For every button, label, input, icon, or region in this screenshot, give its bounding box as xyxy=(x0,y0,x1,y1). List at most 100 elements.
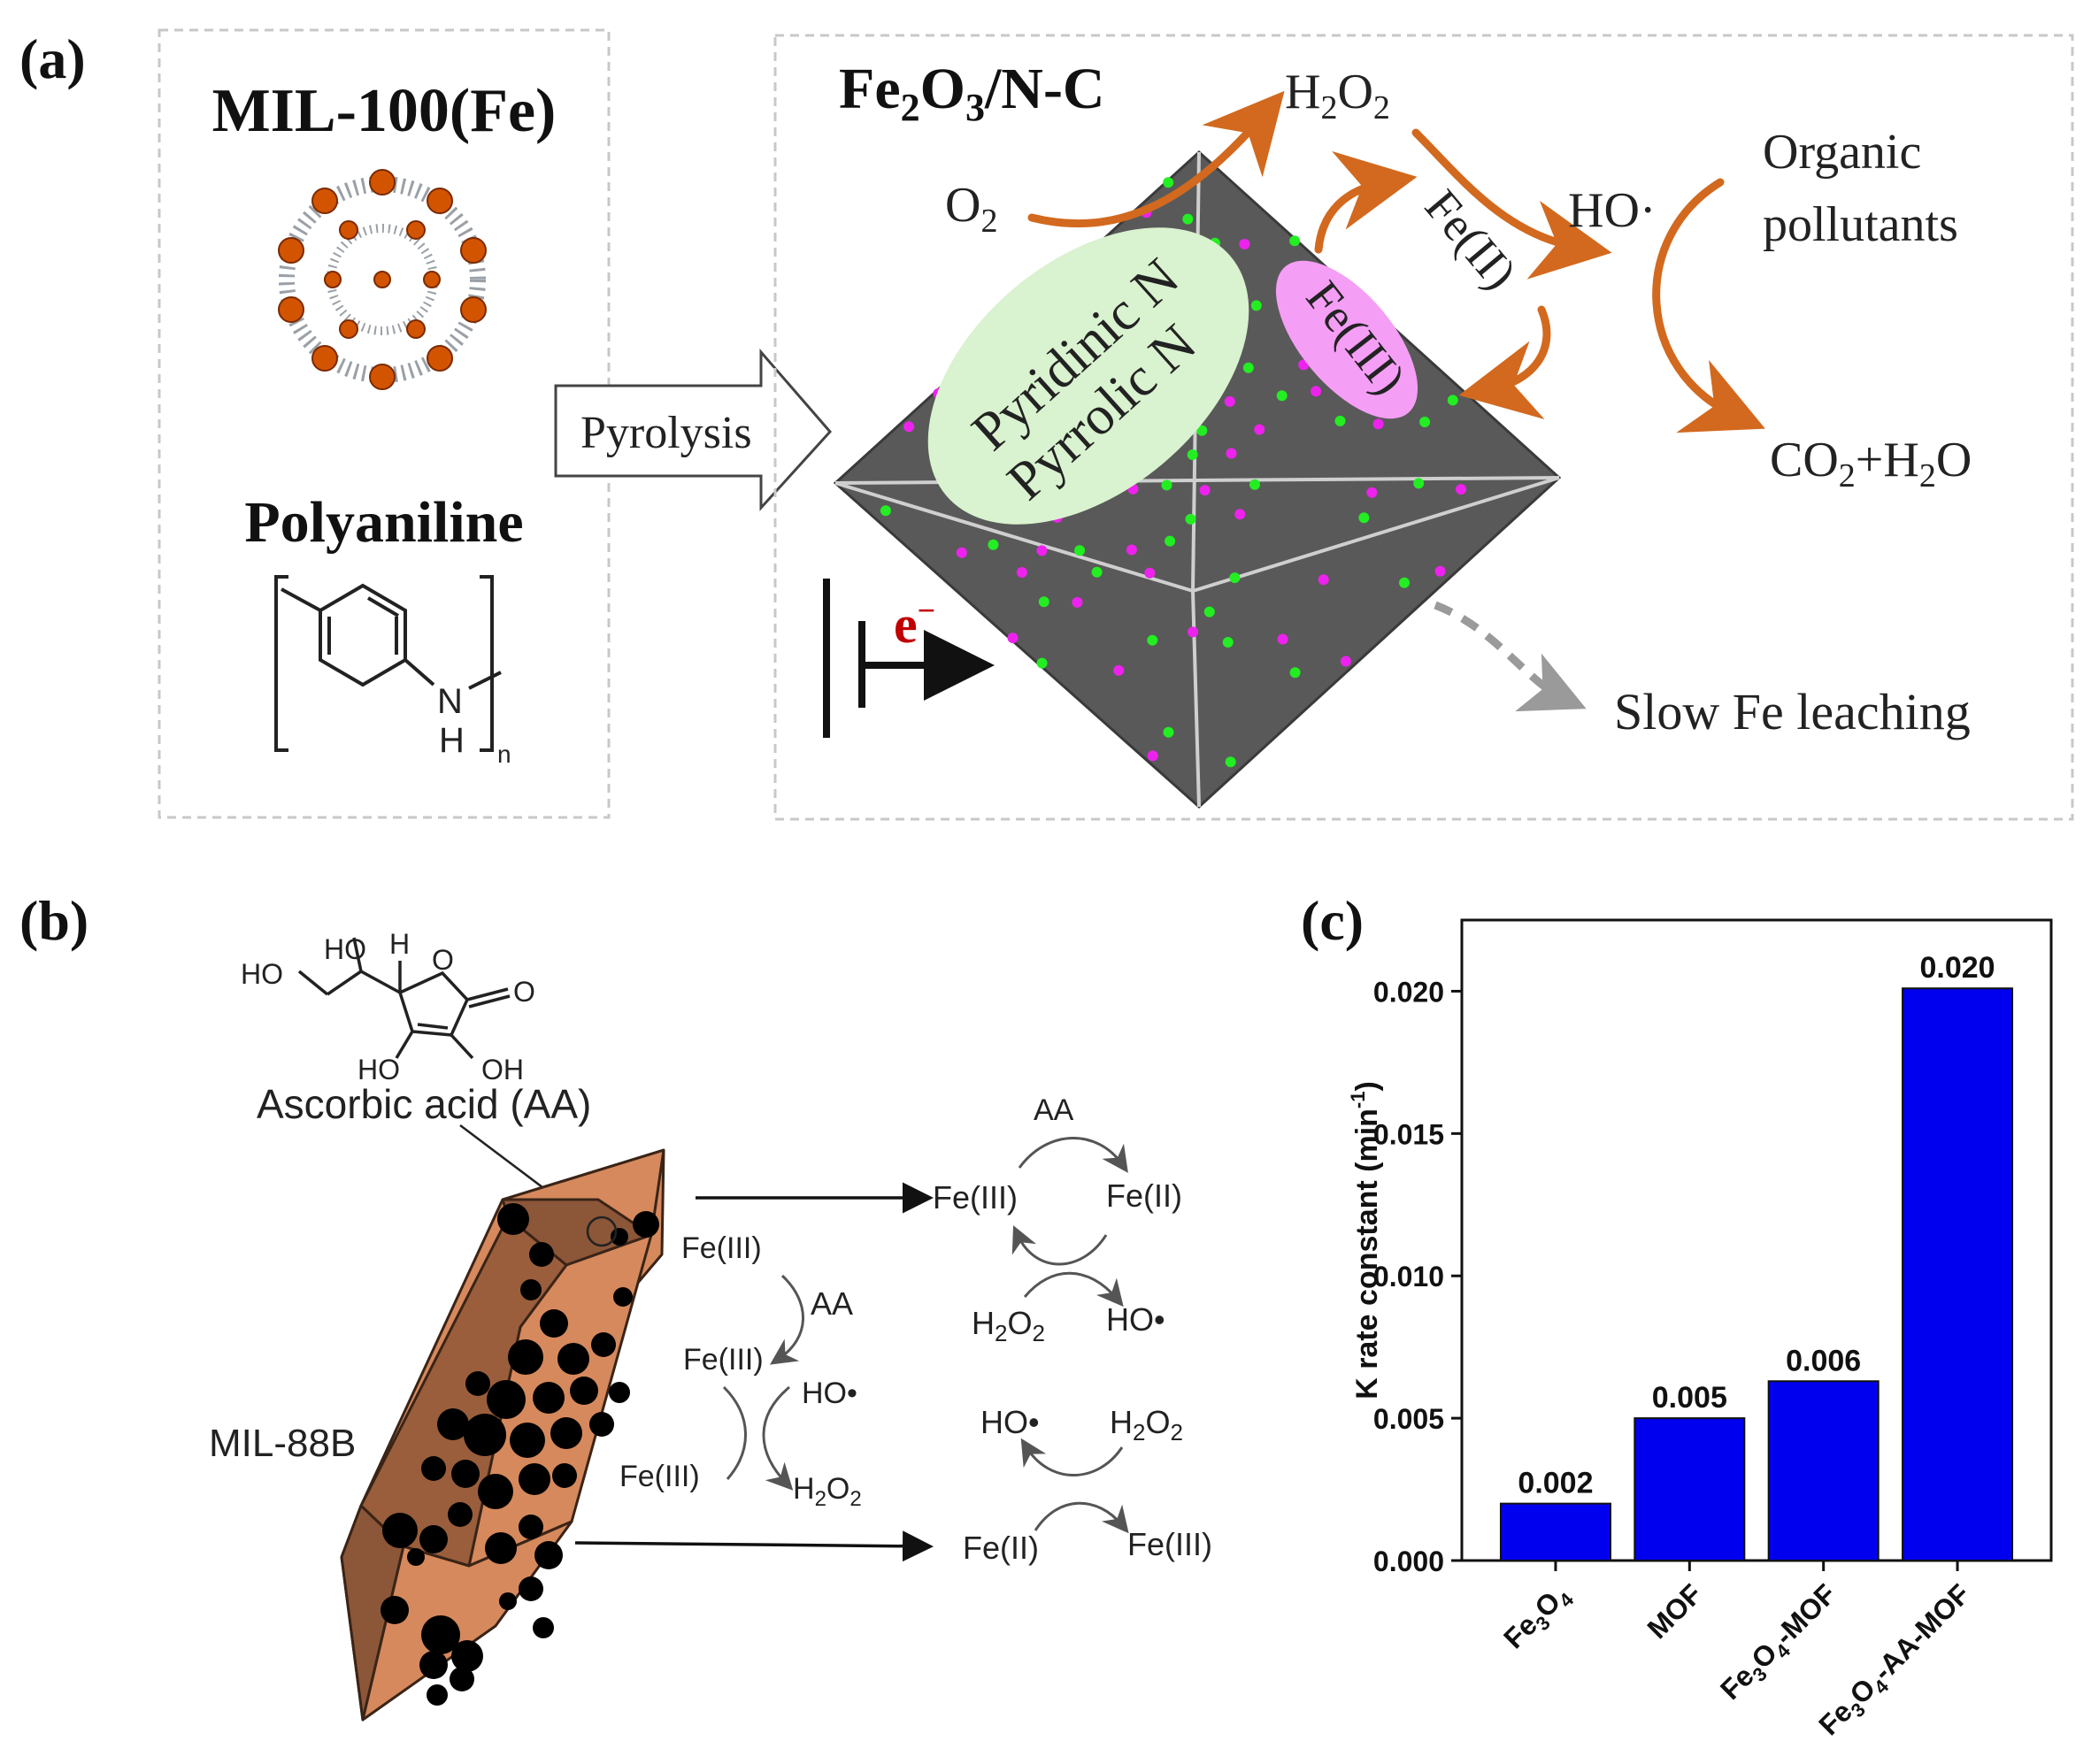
dopant-dot xyxy=(1196,425,1208,436)
dopant-dot xyxy=(1147,634,1158,646)
dopant-dot xyxy=(1334,415,1346,426)
dopant-dot xyxy=(1318,574,1329,586)
pyrolysis-label: Pyrolysis xyxy=(580,408,752,458)
dopant-dot xyxy=(1225,756,1236,768)
cycle2-h2o2: H2O2 xyxy=(1110,1404,1183,1446)
mof-particle xyxy=(419,1525,448,1553)
panel-b-label: (b) xyxy=(19,889,88,952)
dopant-dot xyxy=(956,547,967,558)
leaching-label: Slow Fe leaching xyxy=(1614,683,1971,740)
dopant-dot xyxy=(1074,545,1086,556)
dopant-dot xyxy=(1226,448,1237,459)
fe2-label: Fe(II) xyxy=(1415,180,1527,299)
dopant-dot xyxy=(1254,424,1265,435)
dopant-dot xyxy=(1036,545,1048,556)
mof-particle xyxy=(421,1456,446,1481)
dopant-dot xyxy=(1163,726,1174,738)
x-tick-label: MOF xyxy=(1641,1577,1709,1645)
redox-cycle-1: AA Fe(III) Fe(II) H2O2 HO• xyxy=(933,1093,1182,1346)
aa-ring-o: O xyxy=(432,944,454,976)
dopant-dot xyxy=(1229,572,1241,584)
leaching-arrow xyxy=(1434,601,1587,712)
x-tick-label: Fe3​O4​ xyxy=(1497,1577,1579,1659)
bar-Fe3O4 xyxy=(1499,1502,1611,1561)
bar-value-label: 0.005 xyxy=(1652,1381,1727,1415)
ascorbic-acid-structure xyxy=(297,937,511,1060)
precursor-box xyxy=(158,28,611,819)
electron-label: e− xyxy=(894,593,935,654)
aa-ho-bottom: HO xyxy=(357,1054,400,1085)
o2-to-h2o2-arrow xyxy=(1027,90,1285,228)
mof-particle xyxy=(499,1592,517,1610)
dopant-dot xyxy=(1185,513,1196,525)
mof-particle xyxy=(465,1371,490,1396)
aa-oh-bottom: OH xyxy=(481,1054,524,1085)
mof-particle xyxy=(589,1412,614,1437)
mil88b-label: MIL-88B xyxy=(209,1422,356,1465)
polyaniline-n-atom: N xyxy=(437,682,463,721)
mof-particle xyxy=(519,1576,543,1601)
mof-particle xyxy=(519,1463,550,1495)
mof-particle xyxy=(382,1513,418,1548)
panel-b: (b) HO HO H O O HO OH Ascorbic acid (AA) xyxy=(19,889,1212,1722)
panel-a: (a) MIL-100(Fe) Polyaniline xyxy=(19,27,2074,821)
mof-particle xyxy=(448,1502,473,1527)
dopant-dot xyxy=(1250,300,1262,311)
dopant-dot xyxy=(903,421,915,433)
mof-particle xyxy=(485,1532,517,1564)
polyaniline-h-atom: H xyxy=(439,721,465,760)
h2o2-label: H2O2 xyxy=(1285,65,1390,127)
dopant-dot xyxy=(1147,750,1158,762)
mof-particle xyxy=(508,1339,543,1375)
mof-particle xyxy=(487,1380,526,1419)
dopant-dot xyxy=(988,539,999,550)
mof-particle xyxy=(450,1667,474,1691)
mof-particle xyxy=(534,1541,563,1569)
dopant-dot xyxy=(1399,577,1410,588)
dopant-dot xyxy=(1289,235,1301,247)
mof-particle xyxy=(613,1287,633,1307)
dopant-dot xyxy=(1165,535,1176,547)
dopant-dot xyxy=(1289,667,1301,679)
dopant-dot xyxy=(1224,395,1235,407)
bar-value-label: 0.006 xyxy=(1786,1344,1861,1377)
mof-particle xyxy=(533,1617,554,1638)
o2-label: O2 xyxy=(945,178,997,240)
dopant-dot xyxy=(1036,657,1048,669)
polyaniline-title: Polyaniline xyxy=(244,490,523,555)
y-tick-label: 0.005 xyxy=(1373,1403,1444,1435)
dopant-dot xyxy=(1311,386,1322,397)
ascorbic-acid-label: Ascorbic acid (AA) xyxy=(257,1081,591,1127)
dopant-dot xyxy=(1456,484,1466,495)
mof-particle xyxy=(421,1615,460,1654)
mof-particle xyxy=(609,1382,630,1403)
h2o2-internal: H2O2 xyxy=(793,1472,862,1511)
dopant-dot xyxy=(1419,417,1431,427)
dopant-dot xyxy=(1187,449,1198,460)
bar-value-label: 0.020 xyxy=(1919,951,1995,985)
dopant-dot xyxy=(1161,479,1172,491)
mof-particle xyxy=(478,1474,513,1509)
dopant-dot xyxy=(1276,390,1288,402)
mof-particle xyxy=(407,1548,425,1566)
x-tick-label: Fe3​O4​-MOF xyxy=(1714,1577,1846,1709)
dopant-dot xyxy=(1366,487,1378,498)
mof-particle xyxy=(520,1279,542,1300)
dopant-dot xyxy=(1277,633,1288,645)
mof-particle xyxy=(570,1377,598,1405)
cycle2-fe2: Fe(II) xyxy=(963,1530,1039,1566)
dopant-dot xyxy=(1126,544,1137,556)
dopant-dot xyxy=(1372,418,1384,430)
aa-h: H xyxy=(389,928,410,960)
dopant-dot xyxy=(1340,656,1351,667)
aa-site-circle xyxy=(586,1216,618,1247)
mof-particle xyxy=(519,1515,543,1539)
cycle1-aa: AA xyxy=(1034,1093,1074,1127)
redox-cycle-2: HO• H2O2 Fe(II) Fe(III) xyxy=(963,1404,1212,1566)
bar-MOF xyxy=(1634,1417,1746,1561)
y-tick-label: 0.020 xyxy=(1373,976,1444,1008)
dopant-dot xyxy=(1358,512,1370,524)
arrow-to-cycle2 xyxy=(574,1530,934,1562)
